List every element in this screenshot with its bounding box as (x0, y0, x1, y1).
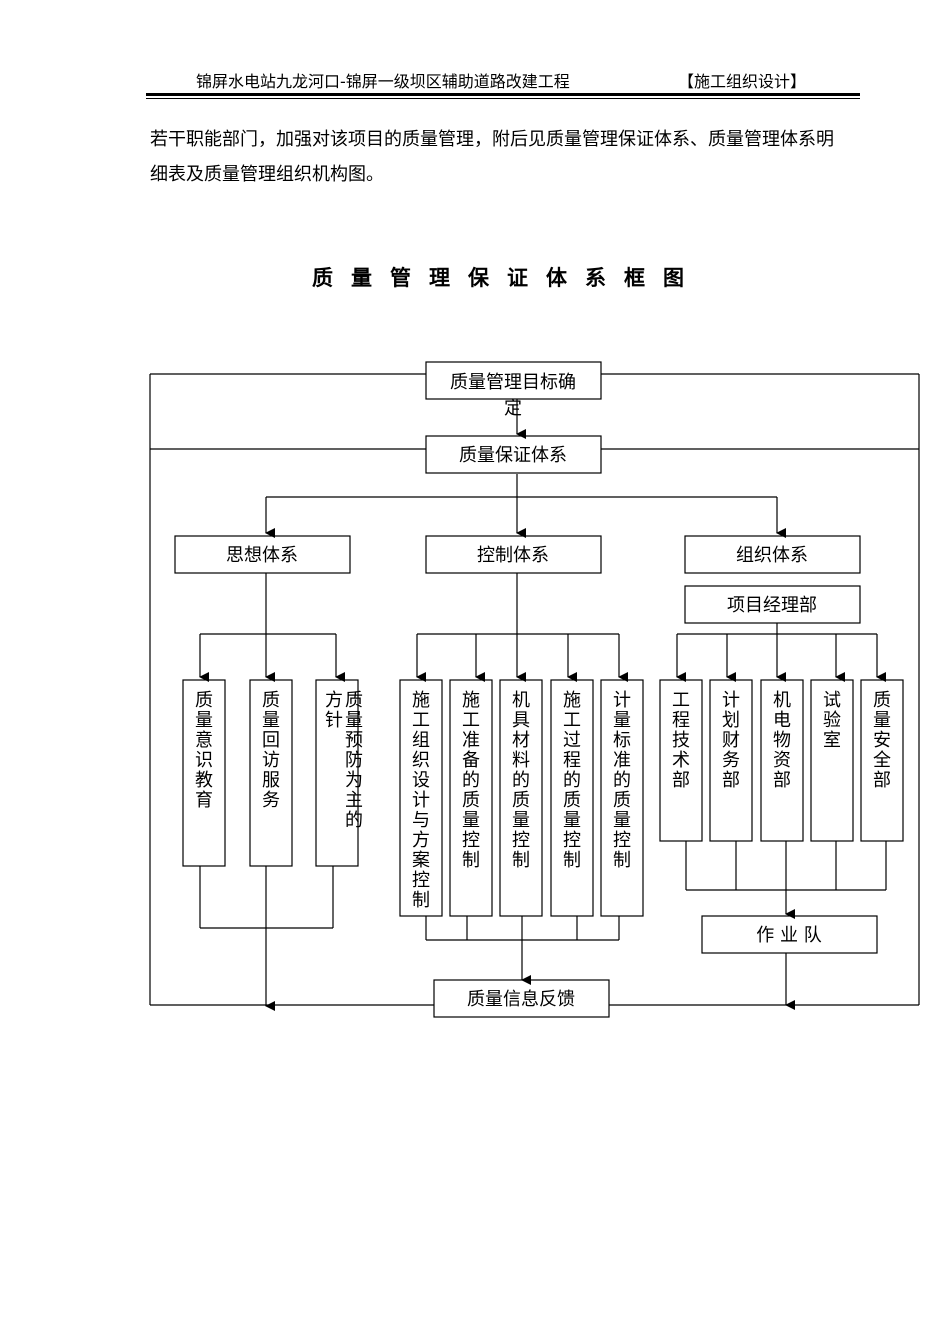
org-item-label-3: 机电物资部 (773, 690, 791, 791)
control-item-box-1 (399, 679, 443, 917)
ideology-item-label-3: 质量预防为主的方针 (325, 690, 363, 831)
feedback-box (433, 979, 610, 1018)
feedback-label: 质量信息反馈 (467, 989, 575, 1010)
control-item-label-1: 施工组织设计与方案控制 (412, 690, 430, 911)
control-item-label-4: 施工过程的质量控制 (563, 690, 581, 871)
control-item-box-3 (499, 679, 543, 917)
ideology-system-label: 思想体系 (226, 545, 298, 566)
project-manager-box (684, 585, 861, 624)
ideology-item-box-3 (315, 679, 359, 867)
org-item-box-2 (709, 679, 753, 842)
ideology-item-box-2 (249, 679, 293, 867)
org-item-box-5 (860, 679, 904, 842)
organization-system-box (684, 535, 861, 574)
goal-label-line1: 质量管理目标确 (450, 372, 576, 393)
header-doc-type: 【施工组织设计】 (678, 72, 807, 91)
org-item-label-5: 质量安全部 (873, 690, 891, 791)
control-item-label-2: 施工准备的质量控制 (462, 690, 480, 871)
ideology-system-box (174, 535, 351, 574)
control-system-box (425, 535, 602, 574)
header-rule-thin (146, 98, 860, 99)
project-manager-label: 项目经理部 (727, 595, 817, 616)
org-item-label-2: 计划财务部 (722, 690, 740, 791)
intro-paragraph: 若干职能部门，加强对该项目的质量管理，附后见质量管理保证体系、质量管理体系明 细… (150, 122, 870, 192)
control-item-box-2 (449, 679, 493, 917)
work-team-label: 作 业 队 (756, 925, 821, 946)
ideology-item-label-1: 质量意识教育 (195, 690, 213, 811)
control-item-label-5: 计量标准的质量控制 (613, 690, 631, 871)
intro-line-1: 若干职能部门，加强对该项目的质量管理，附后见质量管理保证体系、质量管理体系明 (150, 129, 834, 150)
org-item-box-3 (760, 679, 804, 842)
intro-line-2: 细表及质量管理组织机构图。 (150, 164, 384, 185)
ideology-item-label-2: 质量回访服务 (262, 690, 280, 811)
control-item-box-4 (550, 679, 594, 917)
control-item-box-5 (600, 679, 644, 917)
header-rule-thick (146, 93, 860, 96)
organization-system-label: 组织体系 (736, 545, 808, 566)
goal-box (425, 361, 602, 400)
org-item-box-1 (659, 679, 703, 842)
ideology-item-box-1 (182, 679, 226, 867)
goal-label-line2: 定 (504, 398, 522, 419)
org-item-label-4: 试验室 (823, 690, 841, 751)
org-item-box-4 (810, 679, 854, 842)
diagram-title: 质量管理保证体系框图 (312, 266, 702, 290)
quality-system-label: 质量保证体系 (459, 445, 567, 466)
quality-system-box (425, 435, 602, 474)
control-system-label: 控制体系 (477, 545, 549, 566)
header-project-title: 锦屏水电站九龙河口-锦屏一级坝区辅助道路改建工程 (196, 72, 570, 91)
control-item-label-3: 机具材料的质量控制 (512, 690, 530, 871)
org-item-label-1: 工程技术部 (672, 690, 690, 791)
work-team-box (701, 915, 878, 954)
